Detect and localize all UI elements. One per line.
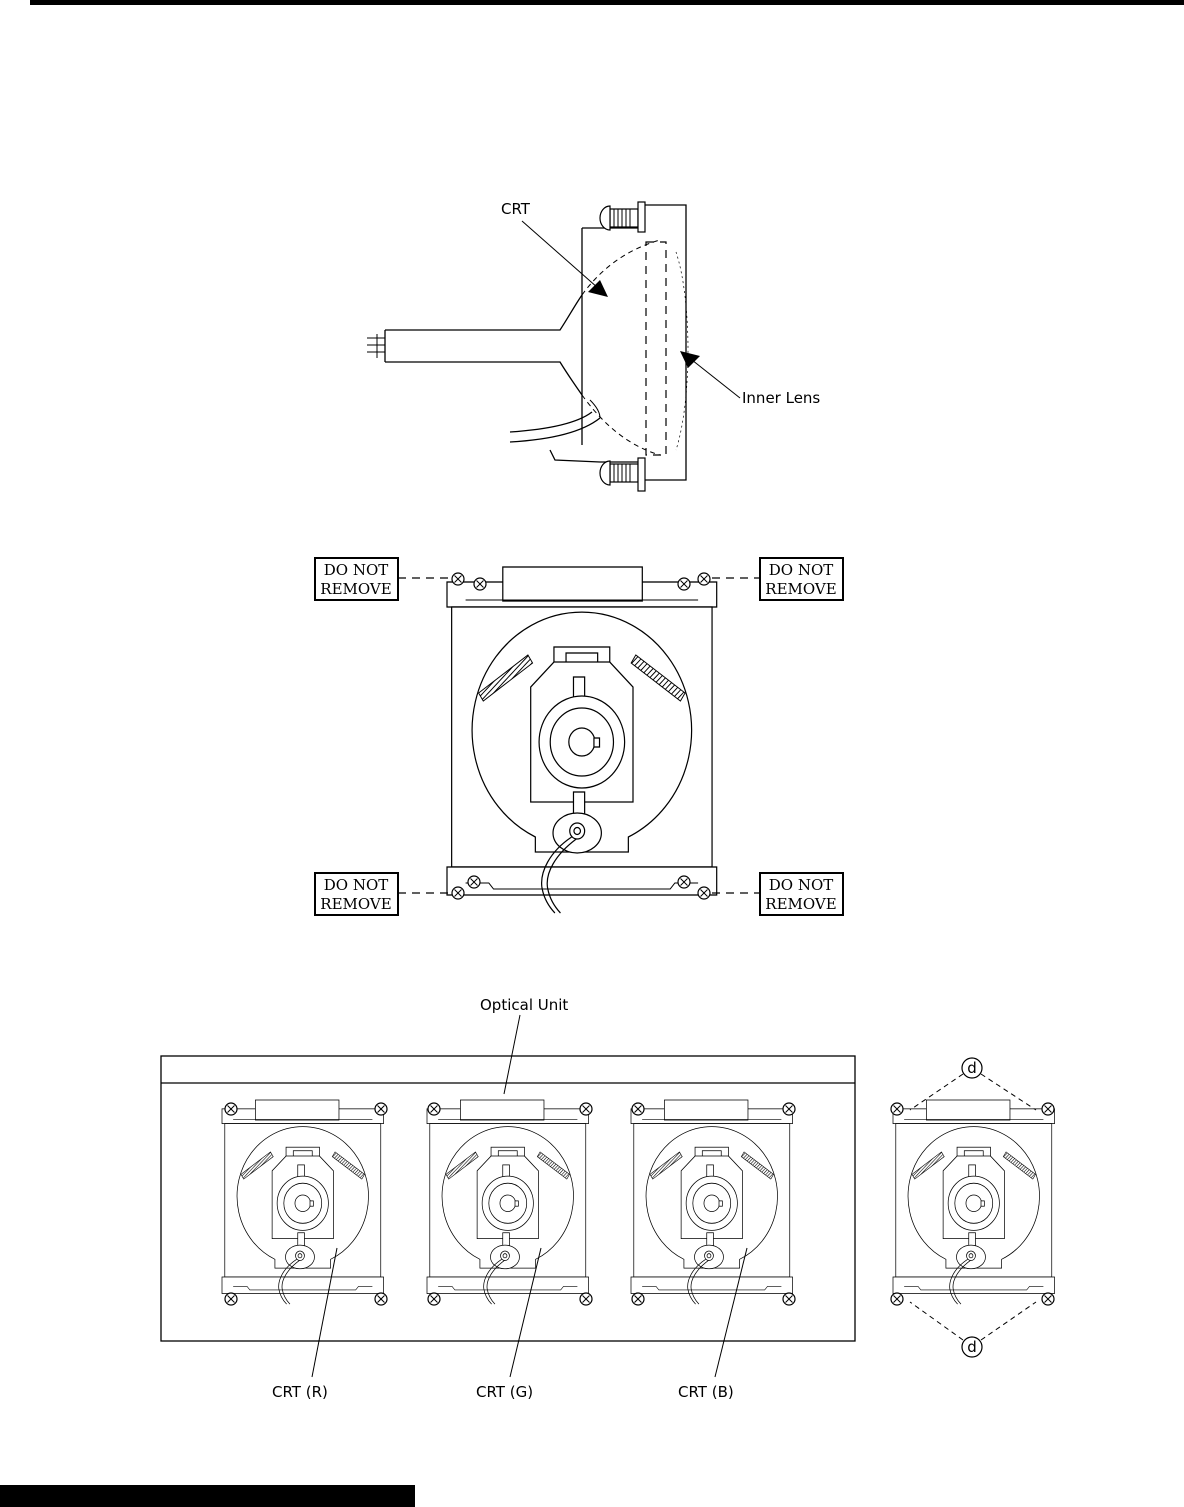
screw-marker-bottom: d <box>961 1336 983 1358</box>
svg-text:REMOVE: REMOVE <box>765 580 836 598</box>
crt-g-label: CRT (G) <box>476 1383 533 1401</box>
svg-text:REMOVE: REMOVE <box>320 580 391 598</box>
crt-module-r <box>221 1099 384 1305</box>
do-not-remove-label-top-left: DO NOT REMOVE <box>314 557 399 601</box>
crt-label: CRT <box>501 200 531 218</box>
screw-icon <box>697 886 711 900</box>
svg-text:DO NOT: DO NOT <box>324 561 389 579</box>
bottom-screw <box>599 457 646 492</box>
screw-icon <box>697 572 711 586</box>
svg-text:DO NOT: DO NOT <box>324 876 389 894</box>
svg-text:REMOVE: REMOVE <box>320 895 391 913</box>
inner-lens-label: Inner Lens <box>742 389 820 407</box>
inner-lens <box>645 241 667 456</box>
optical-unit: Optical Unit <box>160 996 856 1401</box>
svg-text:DO NOT: DO NOT <box>769 876 834 894</box>
lens-bracket <box>582 204 687 481</box>
crt-front-view: DO NOT REMOVE DO NOT REMOVE DO NOT REMOV… <box>314 557 844 916</box>
svg-text:d: d <box>967 1338 977 1356</box>
crt-module-g <box>426 1099 589 1305</box>
screw-icon <box>451 886 465 900</box>
inner-lens-arrow <box>680 351 700 368</box>
do-not-remove-label-bottom-left: DO NOT REMOVE <box>314 872 399 916</box>
optical-unit-label: Optical Unit <box>480 996 568 1014</box>
top-screw <box>599 201 646 233</box>
crt-side-view: CRT Inner Lens <box>367 200 820 492</box>
top-rule <box>30 0 1184 5</box>
crt-module-b <box>630 1099 793 1305</box>
do-not-remove-label-top-right: DO NOT REMOVE <box>759 557 844 601</box>
crt-module-detail: d d <box>890 1057 1055 1358</box>
svg-text:d: d <box>967 1059 977 1077</box>
svg-text:REMOVE: REMOVE <box>765 895 836 913</box>
screw-icon <box>451 572 465 586</box>
footer-bar <box>0 1485 415 1507</box>
crt-r-label: CRT (R) <box>272 1383 328 1401</box>
screw-marker-top: d <box>961 1057 983 1079</box>
crt-b-label: CRT (B) <box>678 1383 734 1401</box>
svg-text:DO NOT: DO NOT <box>769 561 834 579</box>
do-not-remove-label-bottom-right: DO NOT REMOVE <box>759 872 844 916</box>
crt-arrow <box>588 280 608 297</box>
